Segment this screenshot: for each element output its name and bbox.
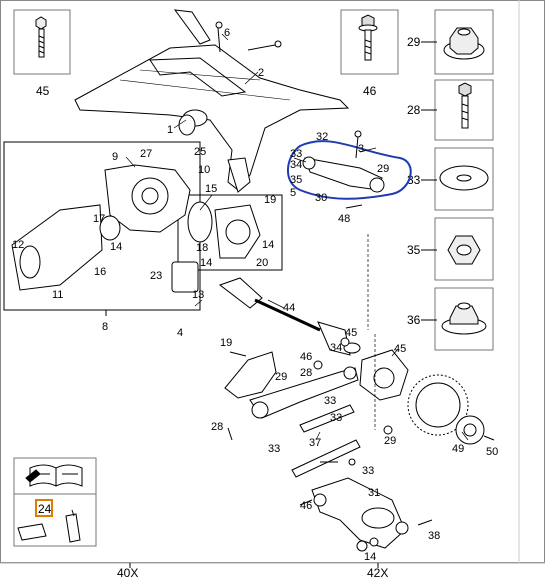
callout-14d: 14 [364, 551, 376, 563]
callout-49: 49 [452, 443, 464, 455]
callout-39: 44 [283, 302, 295, 314]
item-24-highlight[interactable] [35, 499, 53, 517]
flange-bolt-icon [358, 14, 378, 61]
callout-33a: 33 [290, 148, 302, 160]
part-box-label: 45 [36, 84, 50, 98]
callout-13: 13 [192, 289, 204, 301]
callout-46c: 46 [300, 500, 312, 512]
washer-icon [439, 165, 489, 191]
callout-14a: 14 [110, 241, 122, 253]
part-box-label: 29 [407, 35, 421, 49]
callout-35c: 34 [330, 342, 342, 354]
frame-label-42x: 42X [367, 566, 388, 580]
callout-34: 33 [362, 465, 374, 477]
callout-33b: 33 [324, 395, 336, 407]
callout-14b: 14 [262, 239, 274, 251]
callout-35a: 34 [290, 159, 302, 171]
callout-22: 25 [194, 146, 206, 158]
callout-31: 31 [368, 487, 380, 499]
lock-nut-icon [441, 302, 487, 335]
callout-28: 28 [211, 421, 223, 433]
drive-shaft[interactable] [218, 277, 361, 356]
callout-50: 50 [486, 446, 498, 458]
callout-33d: 33 [268, 443, 280, 455]
callout-35b: 35 [290, 174, 302, 186]
frame-label-40x: 40X [117, 566, 138, 580]
callout-23: 27 [140, 148, 152, 160]
callout-10: 10 [198, 164, 210, 176]
hex-nut-icon [447, 235, 481, 265]
callout-29c: 29 [384, 435, 396, 447]
callout-5: 5 [290, 187, 296, 199]
bolt-icon [35, 16, 47, 58]
differential-housing[interactable] [11, 164, 261, 293]
callout-18: 18 [196, 242, 208, 254]
callout-labels: 6 2 1 9 27 25 10 15 17 12 14 16 11 19 14… [12, 27, 498, 563]
callout-46b: 46 [300, 351, 312, 363]
callout-29b: 29 [275, 371, 287, 383]
part-box-label: 35 [407, 243, 421, 257]
callout-45b: 45 [345, 327, 357, 339]
callout-12: 12 [12, 239, 24, 251]
rear-subframe[interactable] [74, 9, 350, 193]
callout-4b: 4 [177, 327, 183, 339]
hex-bolt-icon [458, 82, 472, 129]
callout-33c: 33 [330, 412, 342, 424]
part-box-label: 28 [407, 103, 421, 117]
part-box-label: 46 [363, 84, 377, 98]
callout-6: 6 [224, 27, 230, 39]
callout-16: 16 [94, 266, 106, 278]
part-box-label: 36 [407, 313, 421, 327]
wheel-knuckle[interactable] [359, 349, 495, 445]
legend-box: 24 [13, 457, 97, 547]
part-box-45[interactable]: 45 [13, 9, 71, 98]
callout-21: 23 [150, 270, 162, 282]
callout-38: 38 [428, 530, 440, 542]
callout-25: 28 [300, 367, 312, 379]
upper-control-arm[interactable] [302, 156, 385, 193]
callout-44: 45 [394, 343, 406, 355]
callout-48: 48 [338, 213, 350, 225]
callout-3: 3 [358, 143, 364, 155]
manual-wrench-icon [25, 464, 83, 487]
flange-nut-icon [443, 27, 485, 60]
callout-9: 9 [112, 151, 118, 163]
callout-1: 1 [167, 124, 173, 136]
callout-20: 20 [256, 257, 268, 269]
callout-17: 17 [93, 213, 105, 225]
lower-control-arm[interactable] [311, 477, 409, 552]
leader-lines [125, 33, 469, 441]
callout-37: 37 [309, 437, 321, 449]
callout-2: 2 [258, 67, 264, 79]
callout-19: 19 [264, 194, 276, 206]
callout-8: 8 [102, 321, 108, 333]
trailing-arm[interactable] [224, 351, 361, 478]
part-box-28[interactable]: 28 [407, 79, 494, 141]
part-box-29[interactable]: 29 [407, 9, 494, 75]
part-box-33[interactable]: 33 [407, 147, 494, 211]
callout-27: 19 [220, 337, 232, 349]
callout-15: 15 [205, 183, 217, 195]
callout-32: 32 [316, 131, 328, 143]
part-box-35[interactable]: 35 [407, 217, 494, 281]
callout-29a: 29 [377, 163, 389, 175]
lubricant-icon [17, 509, 81, 543]
part-box-36[interactable]: 36 [407, 287, 494, 351]
callout-11: 11 [52, 289, 63, 301]
callout-30: 30 [315, 192, 327, 204]
callout-14c: 14 [200, 257, 212, 269]
small-fasteners [215, 21, 433, 547]
item-24-label: 24 [38, 502, 52, 516]
part-box-46[interactable]: 46 [340, 9, 399, 98]
